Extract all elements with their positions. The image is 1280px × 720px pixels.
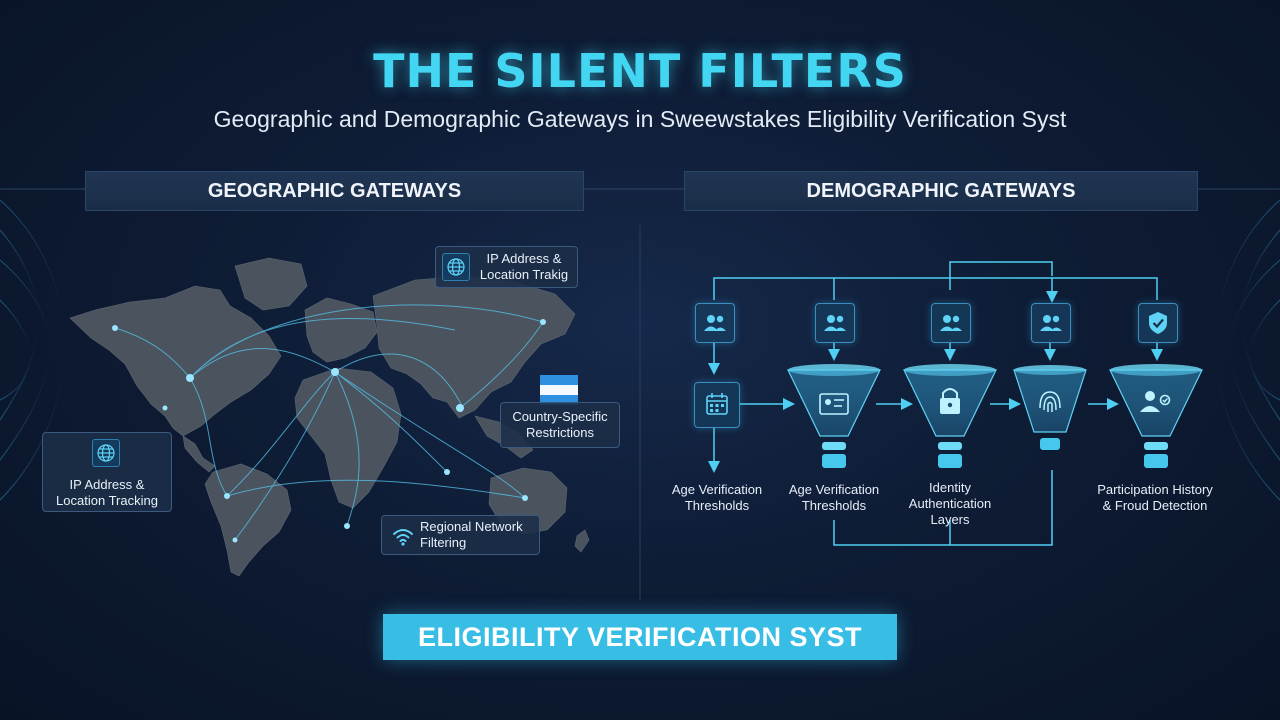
wifi-icon — [390, 523, 416, 549]
greenland-shape — [234, 257, 308, 311]
geographic-heading: GEOGRAPHIC GATEWAYS — [85, 171, 584, 211]
stage-3-line3: Layers — [930, 512, 970, 527]
demographic-node-5 — [1138, 303, 1178, 343]
page-title: THE SILENT FILTERS — [373, 44, 907, 98]
id-card-icon — [819, 393, 849, 415]
card-ip-location-left: IP Address & Location Tracking — [42, 432, 172, 512]
africa-shape — [294, 367, 402, 509]
card-regional-line1: Regional Network — [420, 519, 523, 534]
card-country-restrictions: Country-Specific Restrictions — [500, 402, 620, 448]
stage-5-line2: & Froud Detection — [1102, 498, 1208, 513]
demographic-heading: DEMOGRAPHIC GATEWAYS — [684, 171, 1198, 211]
card-ip-left-line1: IP Address & — [69, 477, 145, 492]
flag-icon — [540, 375, 578, 405]
stage-2-line1: Age Verification — [788, 482, 880, 497]
funnel-id-card — [787, 364, 881, 468]
page-subtitle: Geographic and Demographic Gateways in S… — [213, 106, 1067, 132]
card-country-line1: Country-Specific — [512, 409, 608, 424]
stage-3-line2: Authentication — [908, 496, 992, 511]
users-icon — [824, 315, 846, 331]
shield-check-icon — [1149, 312, 1167, 334]
network-nodes — [112, 319, 546, 543]
calendar-icon — [706, 393, 728, 415]
card-ip-location-top: IP Address & Location Trakig — [435, 246, 578, 288]
fingerprint-icon — [1039, 391, 1061, 412]
funnel-fingerprint — [1013, 365, 1087, 450]
stage-label-1: Age Verification Thresholds — [652, 482, 782, 514]
stage-5-line1: Participation History — [1097, 482, 1213, 497]
south-america-shape — [204, 463, 292, 577]
footer-banner: ELIGIBILITY VERIFICATION SYST — [383, 614, 897, 660]
stage-3-line1: Identity — [929, 480, 971, 495]
users-icon — [1040, 315, 1062, 331]
demographic-node-1 — [695, 303, 735, 343]
card-country-line2: Restrictions — [526, 425, 594, 440]
stage-label-3: Identity Authentication Layers — [885, 480, 1015, 528]
funnel-user-check — [1109, 364, 1203, 468]
stage-label-2: Age Verification Thresholds — [769, 482, 899, 514]
users-icon — [940, 315, 962, 331]
globe-icon — [442, 253, 470, 281]
lock-icon — [940, 388, 960, 414]
demographic-node-2 — [815, 303, 855, 343]
card-ip-top-line1: IP Address & — [486, 251, 562, 266]
north-america-shape — [69, 285, 282, 437]
stage-label-5: Participation History & Froud Detection — [1082, 482, 1228, 514]
network-lines — [114, 304, 544, 541]
card-regional-line2: Filtering — [420, 535, 467, 550]
stage-1-box — [694, 382, 740, 428]
central-america-shape — [182, 435, 216, 473]
card-regional-network: Regional Network Filtering — [381, 515, 540, 555]
funnel-lock — [903, 364, 997, 468]
card-ip-top-line2: Location Trakig — [479, 267, 569, 282]
globe-icon — [92, 439, 120, 467]
demographic-node-3 — [931, 303, 971, 343]
new-zealand-shape — [574, 529, 590, 553]
user-check-icon — [1140, 391, 1171, 412]
card-ip-left-line2: Location Tracking — [56, 493, 158, 508]
demographic-node-4 — [1031, 303, 1071, 343]
stage-1-line2: Thresholds — [684, 498, 750, 513]
stage-1-line1: Age Verification — [671, 482, 763, 497]
stage-2-line2: Thresholds — [801, 498, 867, 513]
users-icon — [704, 315, 726, 331]
